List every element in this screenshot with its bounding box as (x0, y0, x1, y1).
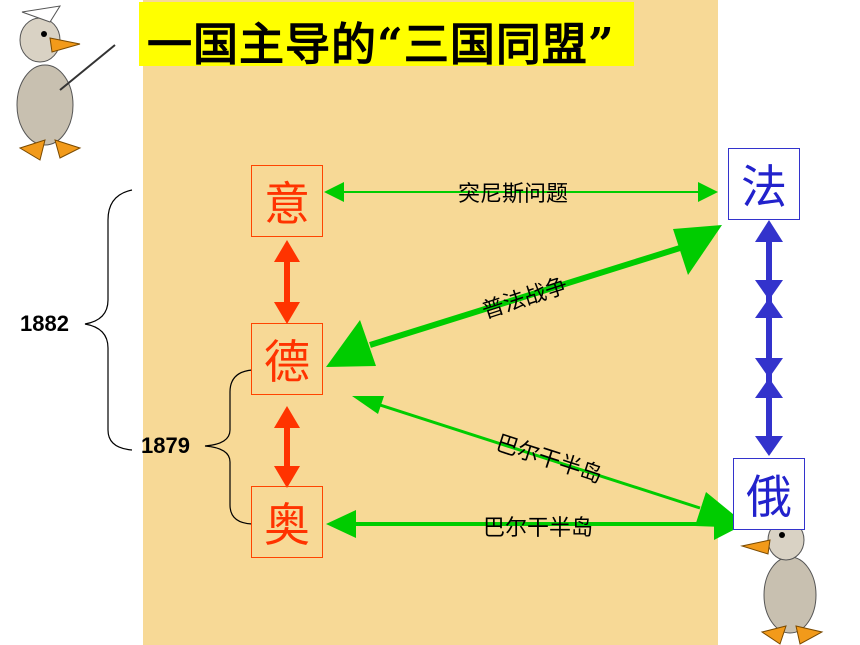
label-balkan-germany-russia: 巴尔干半岛 (493, 431, 605, 489)
brace-1879 (204, 369, 253, 525)
duck-pointer-top-left (16, 5, 116, 161)
slide-title: 一国主导的“三国同盟” (147, 18, 615, 71)
year-dual-alliance: 1879 (141, 433, 190, 458)
title-highlight (139, 2, 634, 66)
label-balkan-austria-russia: 巴尔干半岛 (483, 516, 593, 541)
node-germany: 德 (251, 323, 323, 395)
diagram-background (143, 0, 718, 645)
node-russia: 俄 (733, 458, 805, 530)
node-france: 法 (728, 148, 800, 220)
label-franco-prussian: 普法战争 (479, 273, 570, 324)
arrow-germany-austria (274, 406, 300, 488)
year-triple-alliance: 1882 (20, 311, 69, 336)
duck-pointer-bottom-right (740, 509, 824, 645)
arrow-germany-france (326, 225, 722, 367)
brace-1882 (84, 189, 133, 451)
arrow-austria-russia (326, 508, 745, 540)
node-austria: 奥 (251, 486, 323, 558)
node-italy: 意 (251, 165, 323, 237)
arrow-italy-germany (274, 240, 300, 324)
label-tunisia: 突尼斯问题 (458, 182, 568, 207)
arrow-france-russia (755, 220, 783, 456)
